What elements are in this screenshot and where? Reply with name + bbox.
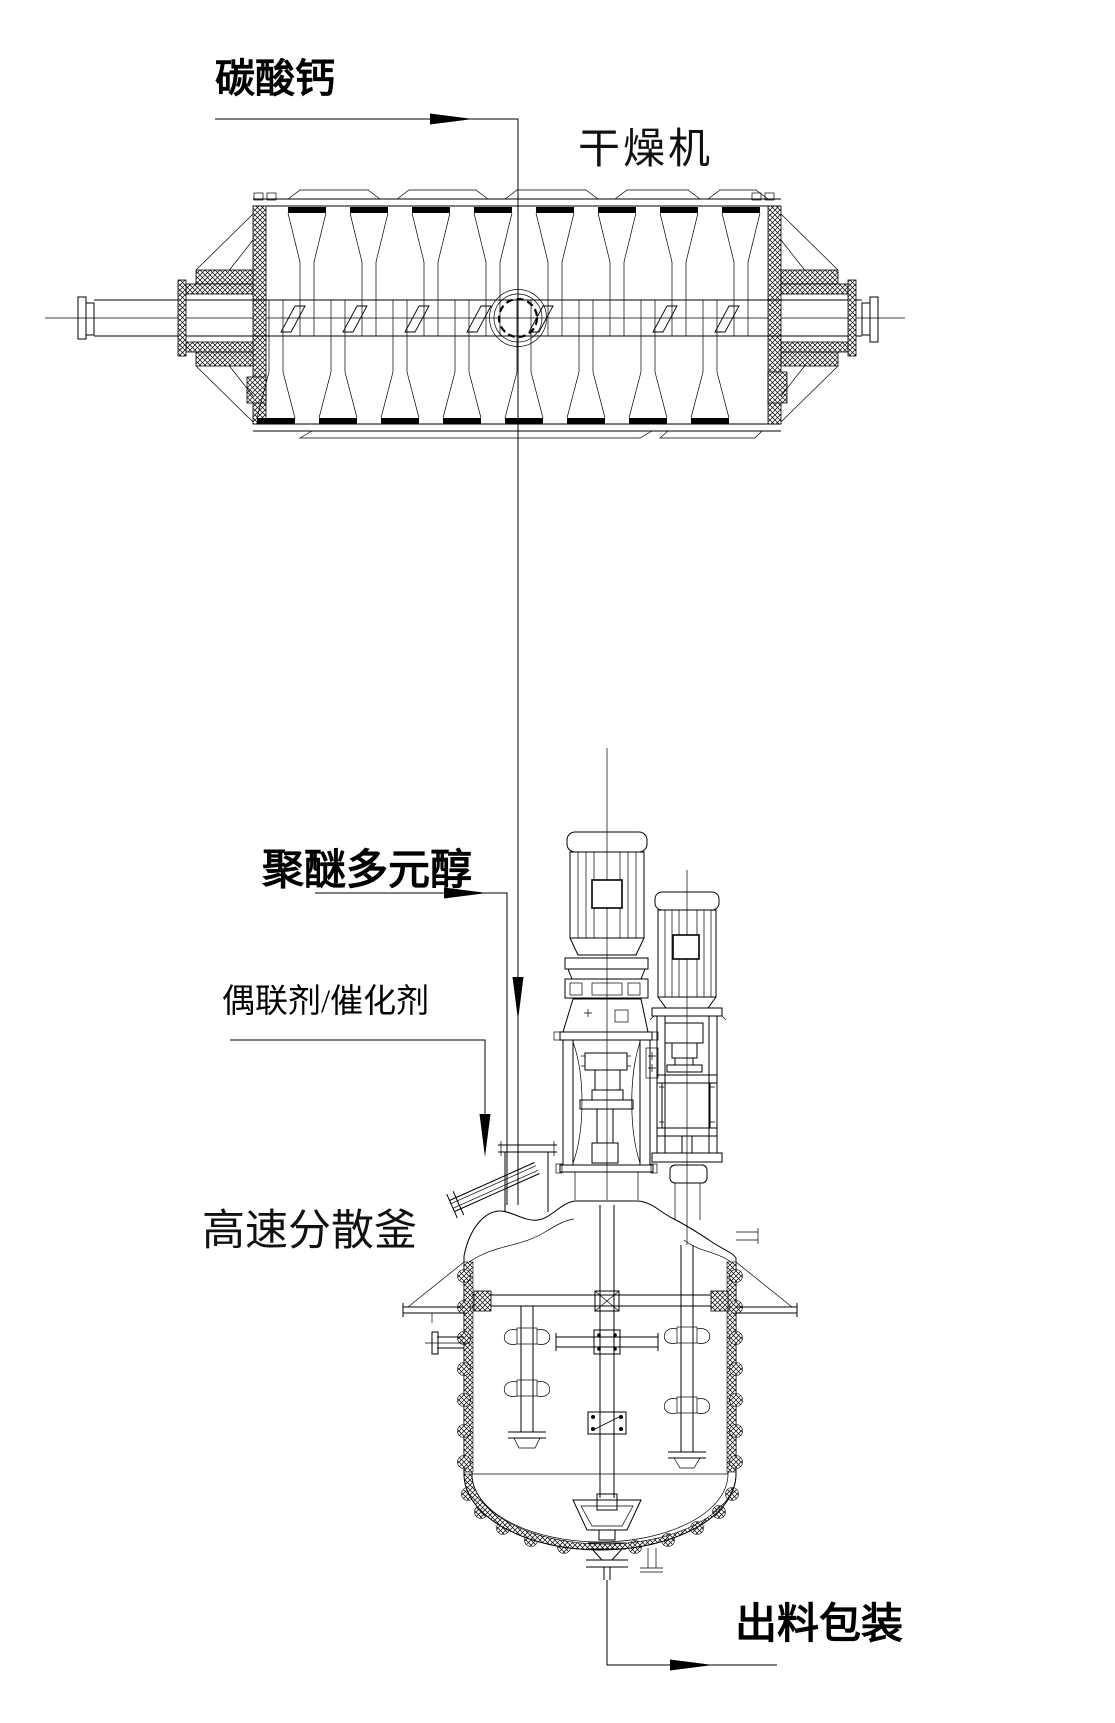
right-loop-agitator	[663, 1245, 711, 1469]
arrow-right-icon	[670, 1659, 713, 1671]
dryer-right-wall	[767, 205, 782, 425]
bottom-discharge-assembly	[572, 1493, 663, 1580]
label-polyether-polyol: 聚醚多元醇	[261, 847, 472, 894]
flow-polyether-line	[315, 887, 508, 1205]
flow-lines	[215, 113, 777, 1671]
dryer-center-port	[489, 289, 547, 347]
dryer-drawing	[45, 189, 905, 439]
motor-junction-box	[591, 879, 623, 909]
second-motor	[654, 891, 720, 1009]
arrow-right-icon	[444, 887, 487, 899]
main-drive-stack	[553, 957, 659, 1200]
label-high-speed-disperser: 高速分散釜	[202, 1206, 417, 1256]
inclined-feed-nozzle	[446, 1162, 540, 1219]
left-loop-agitator	[503, 1306, 551, 1449]
label-dryer: 干燥机	[578, 124, 713, 173]
second-drive-stack	[649, 1007, 727, 1220]
arrow-right-icon	[430, 113, 473, 125]
flow-calcium-carbonate-line	[215, 113, 524, 1205]
central-agitator-shaft	[555, 1205, 659, 1498]
top-feed-nozzle	[498, 1141, 557, 1212]
side-nozzle-left	[425, 1331, 470, 1355]
flow-discharge-line	[606, 1580, 777, 1671]
label-calcium-carbonate: 碳酸钙	[215, 56, 335, 101]
motor-junction-box	[672, 934, 700, 960]
dryer-left-gland	[177, 269, 254, 367]
support-lug-left	[402, 1261, 465, 1323]
flow-catalyst-line	[230, 1039, 491, 1157]
dryer-shaft-right-end	[861, 302, 871, 336]
dryer-shaft-blades	[280, 305, 740, 333]
dryer-right-gland	[780, 269, 857, 367]
arrow-down-icon	[479, 1114, 491, 1157]
label-coupling-catalyst: 偶联剂/催化剂	[222, 983, 429, 1020]
dryer-paddles-top	[287, 206, 761, 337]
diagram-labels: 碳酸钙 干燥机 聚醚多元醇 偶联剂/催化剂 高速分散釜 出料包装	[202, 56, 903, 1648]
dryer-paddles-bottom	[256, 299, 730, 425]
side-nozzle-right	[736, 1228, 759, 1244]
label-discharge-packaging: 出料包装	[735, 1601, 903, 1648]
kettle-bottom-head	[463, 1473, 737, 1551]
arrow-down-icon	[512, 977, 524, 1020]
main-motor	[566, 831, 648, 956]
support-lug-right	[735, 1261, 798, 1317]
disperser-drawing	[402, 748, 798, 1580]
